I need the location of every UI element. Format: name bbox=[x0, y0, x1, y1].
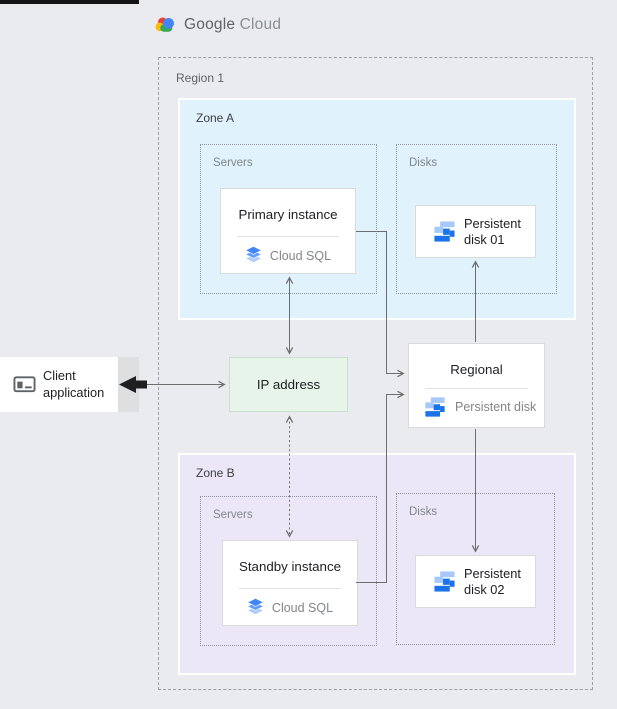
persistent-disk-01-label: Persistent disk 01 bbox=[464, 215, 521, 247]
ip-address-box: IP address bbox=[229, 357, 348, 412]
persistent-disk-icon bbox=[425, 397, 445, 417]
primary-instance-service: Cloud SQL bbox=[269, 248, 332, 263]
persistent-disk-icon bbox=[434, 221, 455, 242]
client-application-label: Client application bbox=[43, 368, 105, 400]
zone-a-servers-label: Servers bbox=[213, 157, 253, 169]
client-application-icon bbox=[13, 376, 36, 393]
regional-disk-title: Regional bbox=[450, 362, 503, 377]
top-accent-bar bbox=[0, 0, 139, 4]
standby-instance-service: Cloud SQL bbox=[271, 600, 334, 615]
persistent-disk-icon bbox=[434, 571, 455, 592]
regional-disk-card: Regional Persistent disk bbox=[408, 343, 545, 428]
zone-b-disks-label: Disks bbox=[409, 506, 438, 518]
persistent-disk-02-label: Persistent disk 02 bbox=[464, 565, 521, 597]
logo-text-google: Google bbox=[184, 15, 236, 33]
zone-b-disks-group: Disks Persistent disk 02 bbox=[396, 493, 555, 645]
card-divider bbox=[425, 388, 528, 389]
zone-b-servers-group: Servers Standby instance Cloud SQL bbox=[200, 496, 377, 646]
card-divider bbox=[239, 588, 341, 589]
primary-instance-card: Primary instance Cloud SQL bbox=[220, 188, 356, 274]
card-divider bbox=[237, 236, 339, 237]
zone-a-container: Zone A Servers Primary instance Cloud SQ… bbox=[178, 98, 576, 320]
region-label: Region 1 bbox=[176, 71, 225, 85]
cloud-sql-icon bbox=[246, 598, 264, 615]
zone-b-label: Zone B bbox=[196, 466, 235, 480]
logo-text-cloud: Cloud bbox=[239, 15, 282, 33]
zone-a-servers-group: Servers Primary instance Cloud SQL bbox=[200, 144, 377, 294]
regional-disk-subtitle: Persistent disk bbox=[455, 400, 537, 414]
zone-b-container: Zone B Servers Standby instance Cloud SQ… bbox=[178, 453, 576, 675]
client-connector-tab bbox=[118, 357, 139, 412]
zone-a-disks-group: Disks Persistent disk 01 bbox=[396, 144, 557, 294]
zone-a-label: Zone A bbox=[196, 111, 235, 125]
standby-instance-card: Standby instance Cloud SQL bbox=[222, 540, 358, 626]
client-application-card: Client application bbox=[0, 357, 118, 412]
zone-a-disks-label: Disks bbox=[409, 157, 438, 169]
primary-instance-title: Primary instance bbox=[238, 207, 338, 222]
persistent-disk-02-card: Persistent disk 02 bbox=[415, 555, 536, 608]
standby-instance-title: Standby instance bbox=[238, 559, 341, 574]
persistent-disk-01-card: Persistent disk 01 bbox=[415, 205, 536, 258]
region-container: Region 1 Zone A Servers Primary instance… bbox=[158, 57, 593, 690]
zone-b-servers-label: Servers bbox=[213, 509, 253, 521]
ip-address-label: IP address bbox=[256, 377, 321, 392]
google-cloud-logo-icon bbox=[155, 17, 174, 32]
google-cloud-logo: Google Cloud bbox=[154, 15, 281, 34]
cloud-sql-icon bbox=[244, 246, 262, 263]
